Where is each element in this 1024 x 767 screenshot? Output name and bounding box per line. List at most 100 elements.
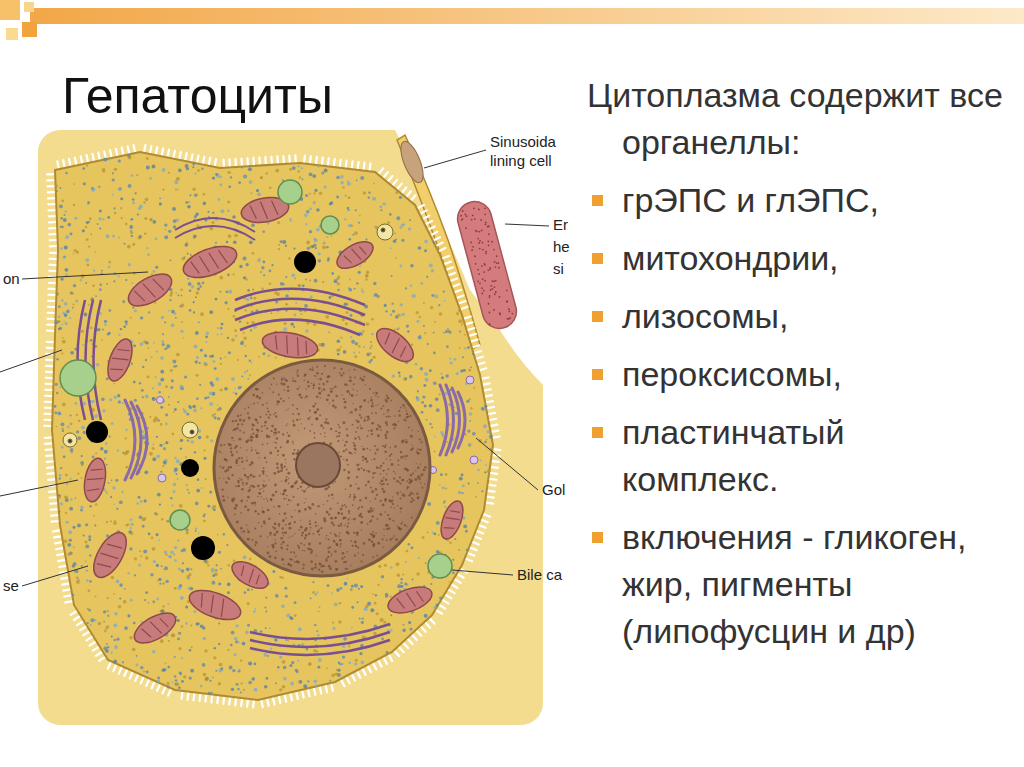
granule: [146, 670, 149, 673]
granule: [195, 331, 199, 335]
granule: [343, 350, 347, 354]
granule: [185, 605, 188, 608]
microvillus: [146, 679, 149, 686]
granule: [159, 583, 161, 585]
granule: [57, 412, 61, 416]
granule: [444, 500, 446, 502]
granule: [205, 335, 208, 338]
granule: [204, 449, 206, 451]
granule: [194, 451, 197, 454]
microvillus: [345, 161, 348, 169]
granule: [270, 647, 272, 649]
microvillus: [46, 454, 54, 457]
erythrocyte-dot: [480, 219, 482, 221]
granule: [130, 599, 133, 602]
erythrocyte-dot: [477, 280, 479, 282]
granule: [241, 682, 243, 684]
granule: [56, 190, 58, 192]
granule: [124, 243, 126, 245]
microvilli: [44, 145, 500, 708]
granule: [113, 383, 115, 385]
granule: [59, 204, 63, 208]
granule: [119, 598, 121, 600]
granule: [173, 365, 176, 368]
granule: [291, 322, 294, 325]
granule: [118, 237, 120, 239]
granule: [439, 312, 443, 316]
granule: [159, 197, 161, 199]
granule: [253, 610, 255, 612]
granule: [100, 447, 104, 451]
microvillus: [90, 641, 97, 645]
granule: [297, 284, 300, 287]
granule: [195, 530, 197, 532]
granule: [421, 401, 424, 404]
granule: [73, 253, 75, 255]
granule: [427, 343, 429, 345]
granule: [400, 578, 403, 581]
microvillus: [290, 692, 292, 700]
granule: [260, 176, 263, 179]
granule: [317, 666, 320, 669]
lining-cell-nucleus: [396, 139, 427, 186]
tissue-ground: [38, 130, 543, 725]
microvillus: [368, 163, 371, 171]
granule: [70, 414, 72, 416]
granule: [438, 551, 440, 553]
granule: [434, 606, 436, 608]
granule: [171, 323, 175, 327]
granule: [285, 294, 288, 297]
granule: [162, 343, 165, 346]
granule: [64, 495, 68, 499]
granule: [243, 556, 247, 560]
granule: [107, 216, 110, 219]
erythrocyte-dot: [488, 225, 490, 227]
granule: [188, 201, 190, 203]
granule: [236, 683, 239, 686]
granule: [125, 320, 128, 323]
granule: [173, 225, 176, 228]
granule: [67, 543, 71, 547]
granule: [106, 450, 108, 452]
granule: [98, 328, 101, 331]
granule: [83, 534, 85, 536]
microvillus: [246, 699, 249, 707]
granule: [215, 670, 217, 672]
granule: [277, 666, 279, 668]
cytoplasm-granules: [54, 154, 493, 695]
granule: [223, 533, 226, 536]
microvillus: [45, 395, 53, 397]
granule: [190, 568, 192, 570]
granule: [106, 492, 108, 494]
granule: [162, 605, 164, 607]
granule: [271, 312, 273, 314]
granule: [98, 186, 100, 188]
granule: [283, 283, 285, 285]
erythrocyte-dot: [493, 280, 495, 282]
granule: [411, 343, 413, 345]
granule: [237, 359, 239, 361]
microvillus: [314, 687, 316, 695]
granule: [463, 525, 467, 529]
granule: [214, 413, 216, 415]
granule: [481, 407, 483, 409]
granule: [151, 356, 153, 358]
microvillus: [55, 542, 63, 543]
microvillus: [441, 599, 448, 603]
granule: [305, 278, 307, 280]
microvillus: [467, 553, 474, 556]
erythrocyte-dot: [471, 219, 473, 221]
granule: [431, 426, 433, 428]
granule: [272, 570, 275, 573]
granule: [445, 330, 448, 333]
granule: [290, 682, 294, 686]
microvillus: [210, 694, 213, 702]
microvillus: [81, 156, 83, 164]
deco-square: [6, 28, 18, 40]
granule: [347, 209, 349, 211]
granule: [397, 328, 399, 330]
granule: [190, 624, 192, 626]
granule: [168, 555, 171, 558]
granule: [119, 500, 123, 504]
microvillus: [48, 318, 56, 320]
